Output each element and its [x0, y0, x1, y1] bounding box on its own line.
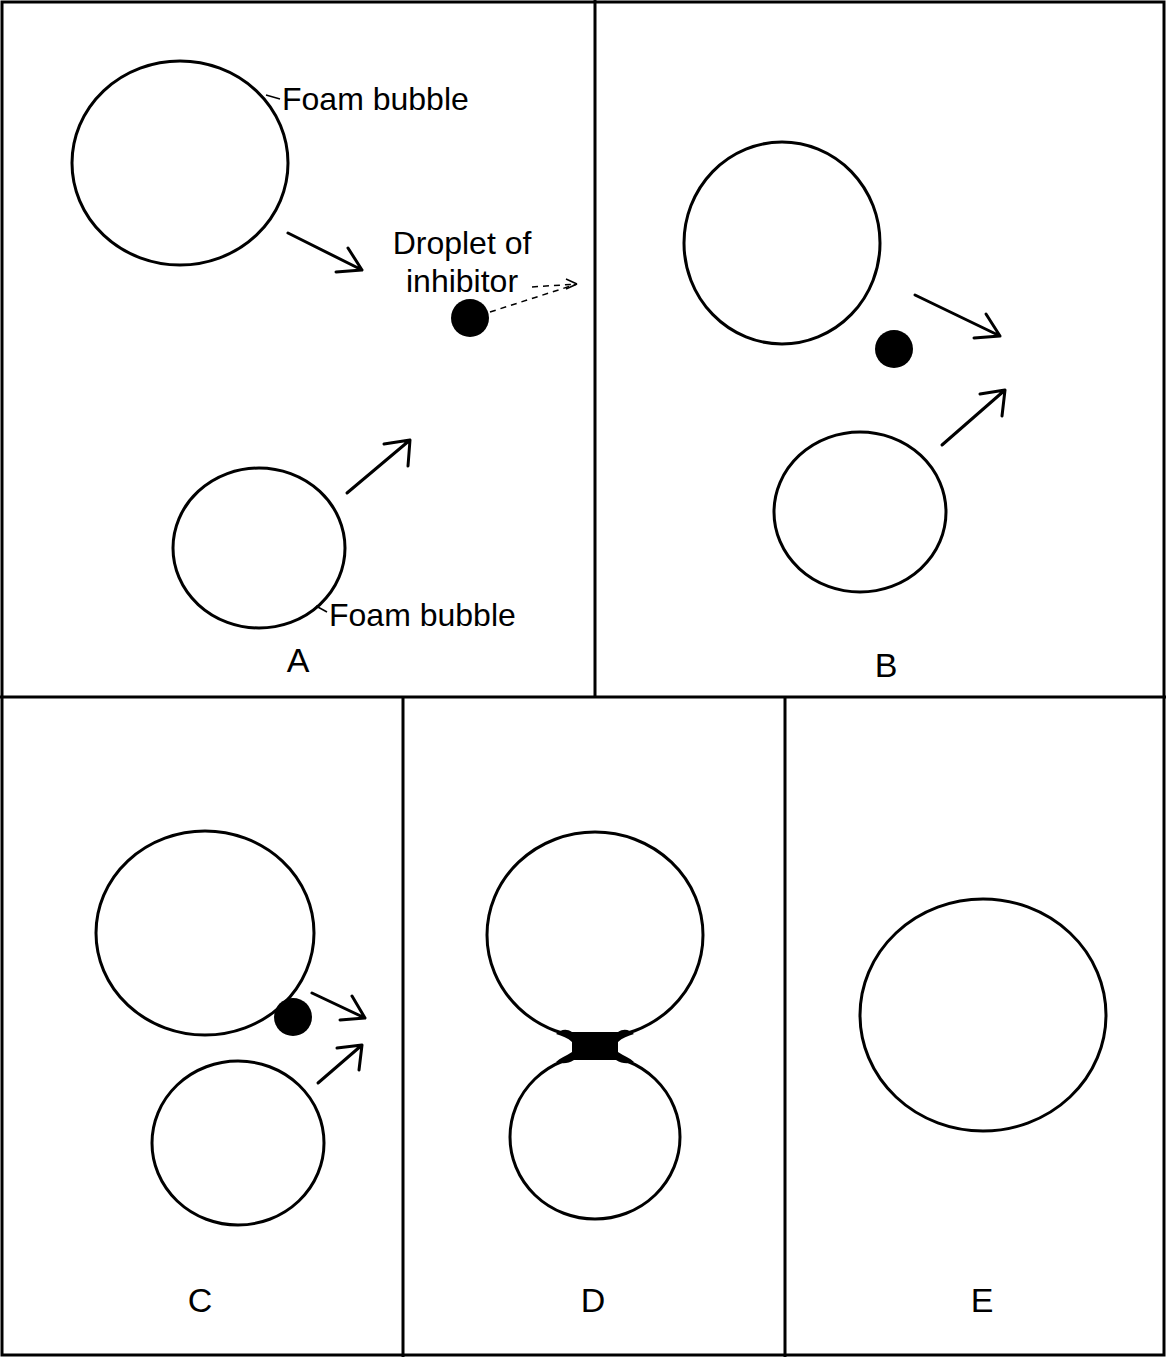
panel-divider	[594, 0, 597, 697]
leader-line	[266, 95, 280, 99]
inhibitor-droplet	[274, 998, 312, 1036]
panel-divider	[0, 696, 1166, 699]
foam-bubble	[96, 831, 314, 1035]
foam-bubble	[774, 432, 946, 592]
callout-label: Droplet of inhibitor	[362, 224, 562, 301]
motion-arrow	[288, 233, 362, 272]
motion-arrows	[288, 233, 1005, 1083]
foam-bubble	[860, 899, 1106, 1131]
inhibitor-droplet	[875, 330, 913, 368]
inhibitor-droplet	[451, 299, 489, 337]
motion-arrow	[915, 295, 1000, 338]
leader-tip	[566, 279, 577, 289]
motion-arrow	[318, 1045, 362, 1083]
foam-bubble	[510, 1055, 680, 1219]
motion-arrow	[942, 390, 1005, 445]
inhibitor-bridge	[556, 1030, 634, 1063]
panel-letter: B	[856, 645, 916, 686]
foam-bubble	[173, 468, 345, 628]
foam-bubble	[487, 832, 703, 1038]
panel-divider	[784, 697, 787, 1357]
motion-arrow	[312, 993, 365, 1020]
callout-label: Foam bubble	[282, 80, 512, 118]
foam-bubble	[152, 1061, 324, 1225]
panel-letter: D	[563, 1280, 623, 1321]
leader-line	[316, 606, 327, 612]
panel-letter: A	[268, 640, 328, 681]
foam-bubble	[72, 61, 288, 265]
leader-lines	[266, 95, 577, 612]
panel-letter: E	[952, 1280, 1012, 1321]
panel-divider	[402, 697, 405, 1357]
callout-label: Foam bubble	[329, 596, 559, 634]
foam-bubble	[684, 142, 880, 344]
panel-letter: C	[170, 1280, 230, 1321]
foam-bubbles	[72, 61, 1106, 1225]
motion-arrow	[347, 440, 410, 493]
inhibitor-droplets	[274, 299, 913, 1063]
